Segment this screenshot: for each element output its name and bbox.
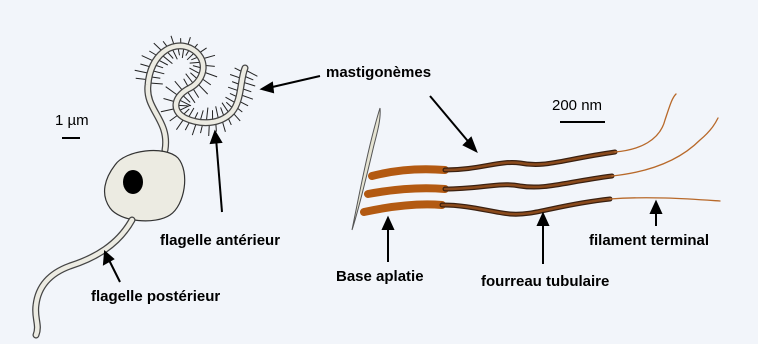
label-flagelle-posterieur: flagelle postérieur xyxy=(91,288,220,305)
cell-body xyxy=(105,151,185,221)
label-filament-terminal: filament terminal xyxy=(589,232,709,249)
scale-label-mastigoneme: 200 nm xyxy=(552,97,602,114)
arrow-flagelle-anterieur xyxy=(216,138,222,212)
label-base-aplatie: Base aplatie xyxy=(336,268,424,285)
cell-nucleus xyxy=(123,170,143,194)
label-mastigonemes: mastigonèmes xyxy=(326,64,431,81)
arrow-mastigonemes-right xyxy=(430,96,472,146)
scale-label-cell: 1 µm xyxy=(55,112,89,129)
arrow-mastigonemes xyxy=(268,76,320,88)
anterior-flagellum xyxy=(148,46,245,150)
label-fourreau-tubulaire: fourreau tubulaire xyxy=(481,273,609,290)
label-flagelle-anterieur: flagelle antérieur xyxy=(160,232,280,249)
mastigoneme-stack xyxy=(364,94,720,214)
